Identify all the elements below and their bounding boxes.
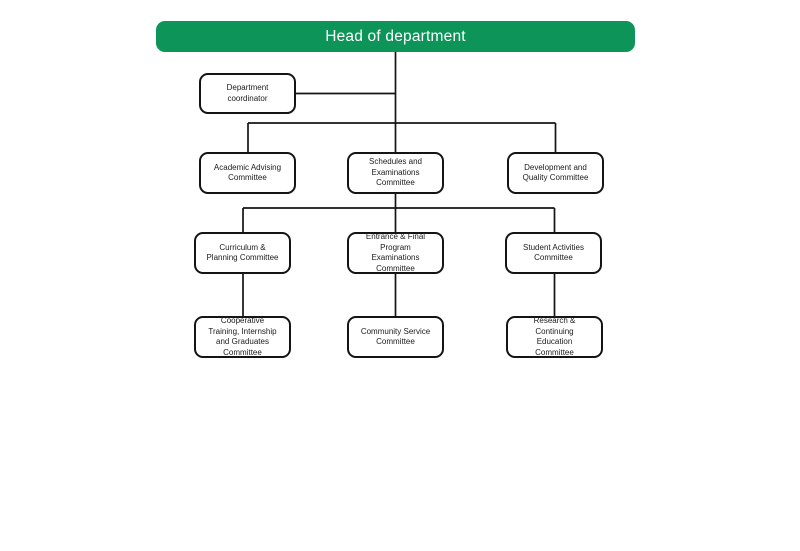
head-of-department-label: Head of department — [325, 27, 466, 45]
node-schedules-examinations-committee: Schedules and Examinations Committee — [347, 152, 444, 194]
node-curriculum-planning-committee: Curriculum & Planning Committee — [194, 232, 291, 274]
node-research-continuing-education-committee: Research & Continuing Education Committe… — [506, 316, 603, 358]
student-activities-committee-label: Student Activities Committee — [523, 242, 584, 263]
research-continuing-education-committee-label: Research & Continuing Education Committe… — [533, 316, 576, 357]
cooperative-training-internship-graduates-committee-label: Cooperative Training, Internship and Gra… — [208, 316, 277, 357]
node-student-activities-committee: Student Activities Committee — [505, 232, 602, 274]
community-service-committee-label: Community Service Committee — [360, 326, 431, 347]
entrance-final-program-examinations-committee-label: Entrance & Final Program Examinations Co… — [365, 232, 426, 273]
node-academic-advising-committee: Academic Advising Committee — [199, 152, 296, 194]
schedules-examinations-committee-label: Schedules and Examinations Committee — [369, 157, 422, 188]
department-coordinator-label: Department coordinator — [226, 83, 269, 103]
node-community-service-committee: Community Service Committee — [347, 316, 444, 358]
node-cooperative-training-internship-graduates-committee: Cooperative Training, Internship and Gra… — [194, 316, 291, 358]
node-department-coordinator: Department coordinator — [199, 73, 296, 114]
node-development-quality-committee: Development and Quality Committee — [507, 152, 604, 194]
curriculum-planning-committee-label: Curriculum & Planning Committee — [206, 242, 279, 263]
development-quality-committee-label: Development and Quality Committee — [522, 162, 589, 183]
node-entrance-final-program-examinations-committee: Entrance & Final Program Examinations Co… — [347, 232, 444, 274]
node-head-of-department: Head of department — [156, 21, 635, 52]
academic-advising-committee-label: Academic Advising Committee — [213, 162, 282, 183]
